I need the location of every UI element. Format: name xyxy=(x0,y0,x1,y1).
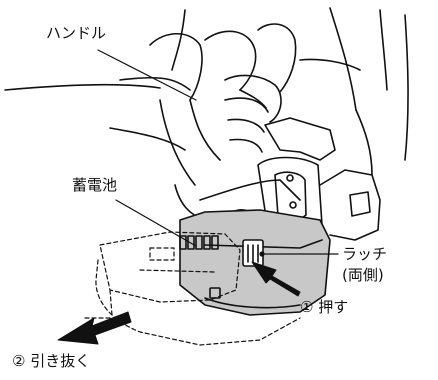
push-arrow-icon xyxy=(251,261,301,297)
label-step-pull: ② 引き抜く xyxy=(12,352,91,370)
battery-removed-outline xyxy=(84,231,301,346)
label-latch-note: (両側) xyxy=(342,266,384,284)
leader-lines xyxy=(97,49,339,257)
label-step-push: ① 押す xyxy=(300,298,349,316)
pull-out-arrow-icon xyxy=(57,311,132,345)
sleeve-outline xyxy=(299,7,409,176)
label-latch: ラッチ xyxy=(342,245,388,263)
label-battery: 蓄電池 xyxy=(72,176,118,194)
fist xyxy=(149,23,297,186)
label-handle: ハンドル xyxy=(46,24,107,42)
arm-outline xyxy=(4,9,191,151)
battery-indicator xyxy=(179,235,219,250)
